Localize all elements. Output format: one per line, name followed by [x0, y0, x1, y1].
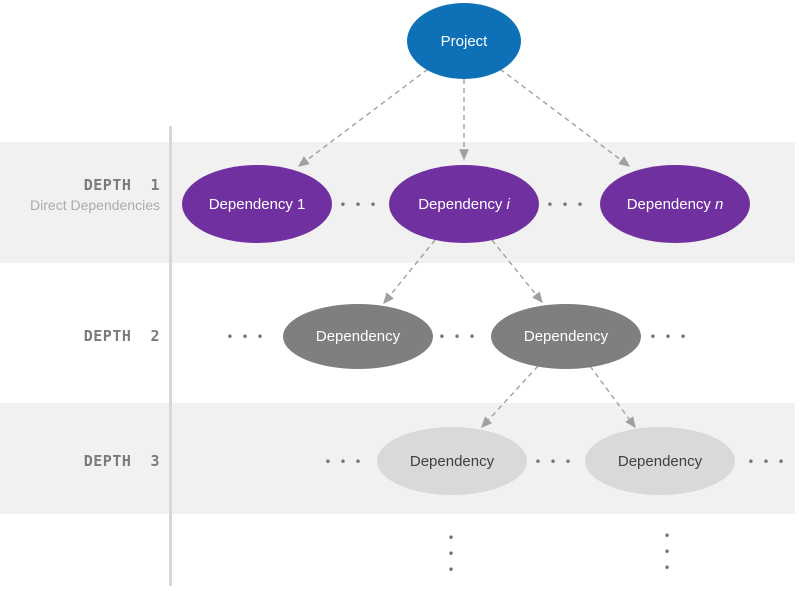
depth3-ellipsis-right: •••	[747, 455, 793, 469]
depth2-node-2-label: Dependency	[523, 328, 609, 345]
depth3-label: DEPTH 3	[83, 452, 160, 470]
depth3-node-1: Dependency	[377, 427, 527, 495]
project-node: Project	[407, 3, 521, 79]
depth2-node-1-label: Dependency	[315, 328, 401, 345]
depth1-ellipsis-right: •••	[546, 198, 592, 212]
depth3-node-2: Dependency	[585, 427, 735, 495]
label-divider-line	[169, 126, 172, 586]
depth1-sublabel: Direct Dependencies	[30, 197, 160, 213]
depth2-row-label: DEPTH 2	[0, 327, 160, 345]
depth3-ellipsis-middle: •••	[534, 455, 580, 469]
depth3-node-1-label: Dependency	[409, 452, 495, 470]
depth1-node-n-label: Dependency	[626, 195, 711, 213]
depth2-node-2: Dependency	[491, 304, 641, 369]
continuation-dots-left: • • •	[447, 531, 455, 577]
depth2-ellipsis-right: •••	[649, 330, 695, 344]
depth3-node-2-label: Dependency	[617, 452, 703, 470]
depth1-row-label: DEPTH 1 Direct Dependencies	[0, 176, 160, 214]
depth2-ellipsis-left: •••	[226, 330, 272, 344]
depth1-ellipsis-left: •••	[339, 198, 385, 212]
continuation-dots-right: • • •	[663, 529, 671, 575]
depth3-ellipsis-left: •••	[324, 455, 370, 469]
project-node-label: Project	[440, 32, 488, 50]
depth1-node-1-label: Dependency	[208, 195, 293, 213]
depth2-label: DEPTH 2	[83, 327, 160, 345]
depth2-ellipsis-middle: •••	[438, 330, 484, 344]
depth1-node-i-suffix: i	[506, 195, 510, 213]
depth1-node-1-suffix: 1	[296, 195, 306, 213]
depth2-node-1: Dependency	[283, 304, 433, 369]
depth1-node-i-label: Dependency	[418, 195, 503, 213]
depth1-label: DEPTH 1	[83, 176, 160, 194]
depth3-row-label: DEPTH 3	[0, 452, 160, 470]
depth1-node-n-suffix: n	[714, 195, 724, 213]
